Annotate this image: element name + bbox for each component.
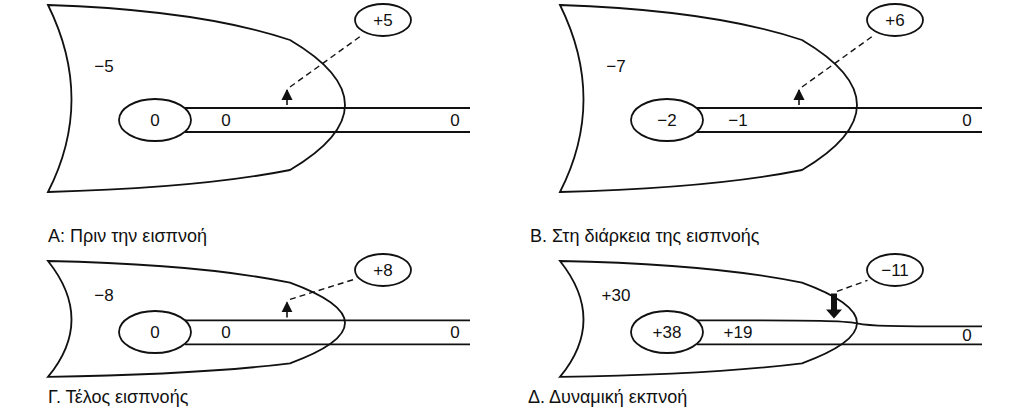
pressure-circle: +5	[354, 3, 412, 37]
panel-caption: Γ. Τέλος εισπνοής	[48, 388, 188, 406]
pressure-circle: −11	[866, 253, 924, 287]
alveolus-ellipse	[631, 311, 703, 353]
pressure-value: −5	[94, 58, 113, 75]
chest-wall	[560, 261, 857, 377]
pressure-value: 0	[221, 324, 230, 341]
alveolus: 0	[118, 98, 192, 142]
panel-caption: Α: Πριν την εισπνοή	[48, 227, 207, 245]
leader-line	[802, 35, 874, 87]
pressure-value: +30	[602, 287, 631, 304]
alveolus: −2	[630, 98, 704, 142]
chest-cavity: +30 +38	[560, 261, 875, 377]
chest-wall	[48, 5, 345, 192]
chest-cavity: −7 −2	[560, 5, 875, 192]
chest-cavity-outline	[560, 261, 875, 377]
pressure-value: +6	[885, 12, 904, 29]
pressure-circle: +8	[354, 253, 412, 287]
pressure-value: +5	[373, 12, 392, 29]
chest-wall	[560, 5, 857, 192]
airway-wall	[697, 107, 982, 109]
pressure-value: 0	[962, 327, 971, 344]
pressure-value: 0	[221, 112, 230, 129]
airway-wall	[185, 131, 470, 133]
alveolus-ellipse	[631, 99, 703, 141]
chest-cavity-outline	[48, 5, 363, 192]
pressure-arrow	[798, 90, 800, 105]
pressure-circle-ellipse	[355, 254, 411, 286]
pressure-value: −11	[881, 262, 909, 279]
pressure-value: 0	[450, 112, 459, 129]
chest-cavity-outline	[560, 5, 875, 192]
airway-wall	[185, 107, 470, 109]
panel-caption: Δ. Δυναμική εκπνοή	[528, 388, 687, 406]
chest-wall	[48, 261, 345, 377]
pressure-value: +19	[724, 324, 753, 341]
chest-cavity: −5 0	[48, 5, 363, 192]
pressure-value: 0	[150, 324, 159, 341]
pressure-value: −1	[728, 112, 747, 129]
pressure-arrow	[286, 90, 288, 105]
alveolus: 0	[118, 310, 192, 354]
pressure-circle-ellipse	[867, 254, 923, 286]
airway-wall	[185, 319, 470, 321]
alveolus-ellipse	[119, 311, 191, 353]
pressure-circle: +6	[866, 3, 924, 37]
pressure-value: −2	[657, 112, 676, 129]
panel-caption: Β. Στη διάρκεια της εισπνοής	[530, 227, 760, 245]
alveolus: +38	[630, 310, 704, 354]
pressure-arrow	[286, 302, 288, 317]
airway-wall	[697, 131, 982, 133]
leader-line	[290, 35, 362, 87]
pressure-value: +8	[373, 262, 392, 279]
pressure-value: −8	[94, 287, 113, 304]
alveolus-ellipse	[119, 99, 191, 141]
chest-cavity-outline	[48, 261, 363, 377]
pressure-circle-ellipse	[355, 4, 411, 36]
leader-line	[837, 280, 868, 291]
pressure-value: 0	[962, 112, 971, 129]
pressure-value: −7	[606, 58, 625, 75]
pressure-circle-ellipse	[867, 4, 923, 36]
chest-cavity: −8 0	[48, 261, 363, 377]
pressure-value: +38	[653, 324, 682, 341]
pressure-value: 0	[450, 324, 459, 341]
pressure-value: 0	[150, 112, 159, 129]
